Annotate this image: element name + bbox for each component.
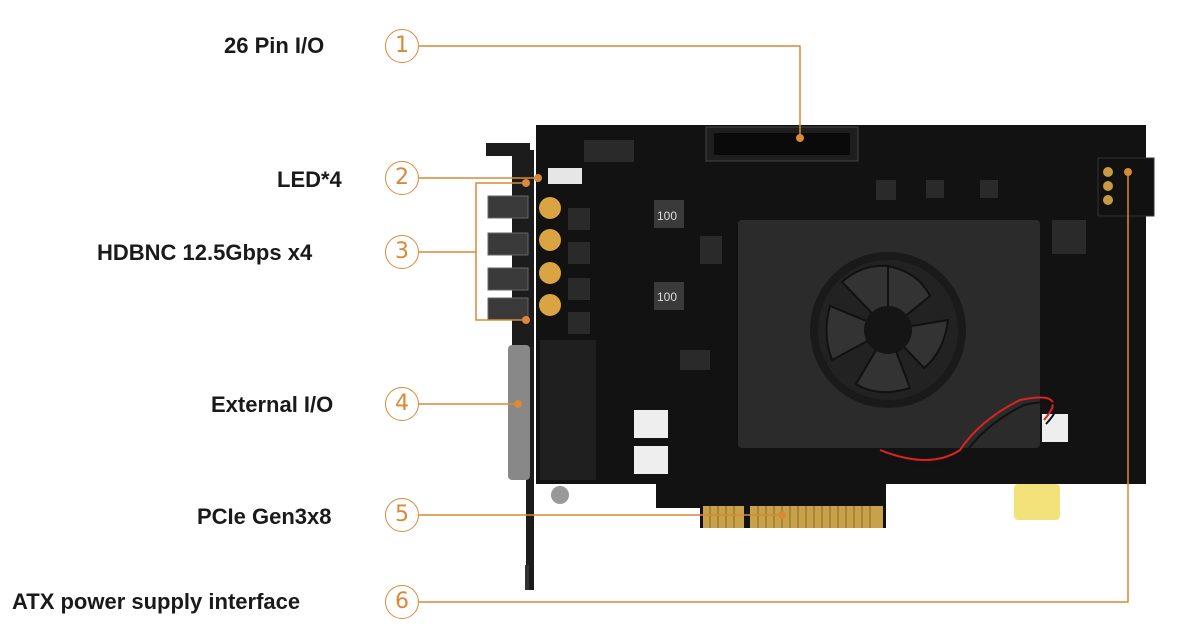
callout-lines [419, 45, 1129, 603]
inductor-label-1: 100 [657, 209, 677, 223]
callout-label-hdbnc: HDBNC 12.5Gbps x4 [97, 240, 313, 265]
fan-cable [879, 396, 1057, 466]
callout-label-pcie: PCIe Gen3x8 [197, 504, 332, 529]
callout-label-external-io: External I/O [211, 392, 334, 417]
external-io-connector [508, 340, 596, 504]
callout-number-1: 1 [385, 29, 419, 63]
callout-label-26-pin-io: 26 Pin I/O [224, 33, 325, 58]
pcie-gold-fingers [703, 504, 883, 528]
callout-dots [514, 134, 1132, 519]
hdbnc-connectors [487, 195, 561, 321]
inductor-label-2: 100 [657, 290, 677, 304]
callout-number-6: 6 [385, 585, 419, 619]
callout-number-5: 5 [385, 498, 419, 532]
pin-header-26 [705, 126, 859, 162]
heatsink [738, 220, 1040, 448]
callout-number-2: 2 [385, 161, 419, 195]
board-components [568, 180, 1086, 370]
atx-power-connector [1097, 157, 1155, 217]
callout-label-atx-power: ATX power supply interface [12, 589, 301, 614]
callout-number-4: 4 [385, 387, 419, 421]
callout-label-led: LED*4 [277, 167, 342, 192]
callout-number-3: 3 [385, 235, 419, 269]
led-array [548, 140, 634, 184]
inductors: 100 100 [654, 200, 684, 310]
